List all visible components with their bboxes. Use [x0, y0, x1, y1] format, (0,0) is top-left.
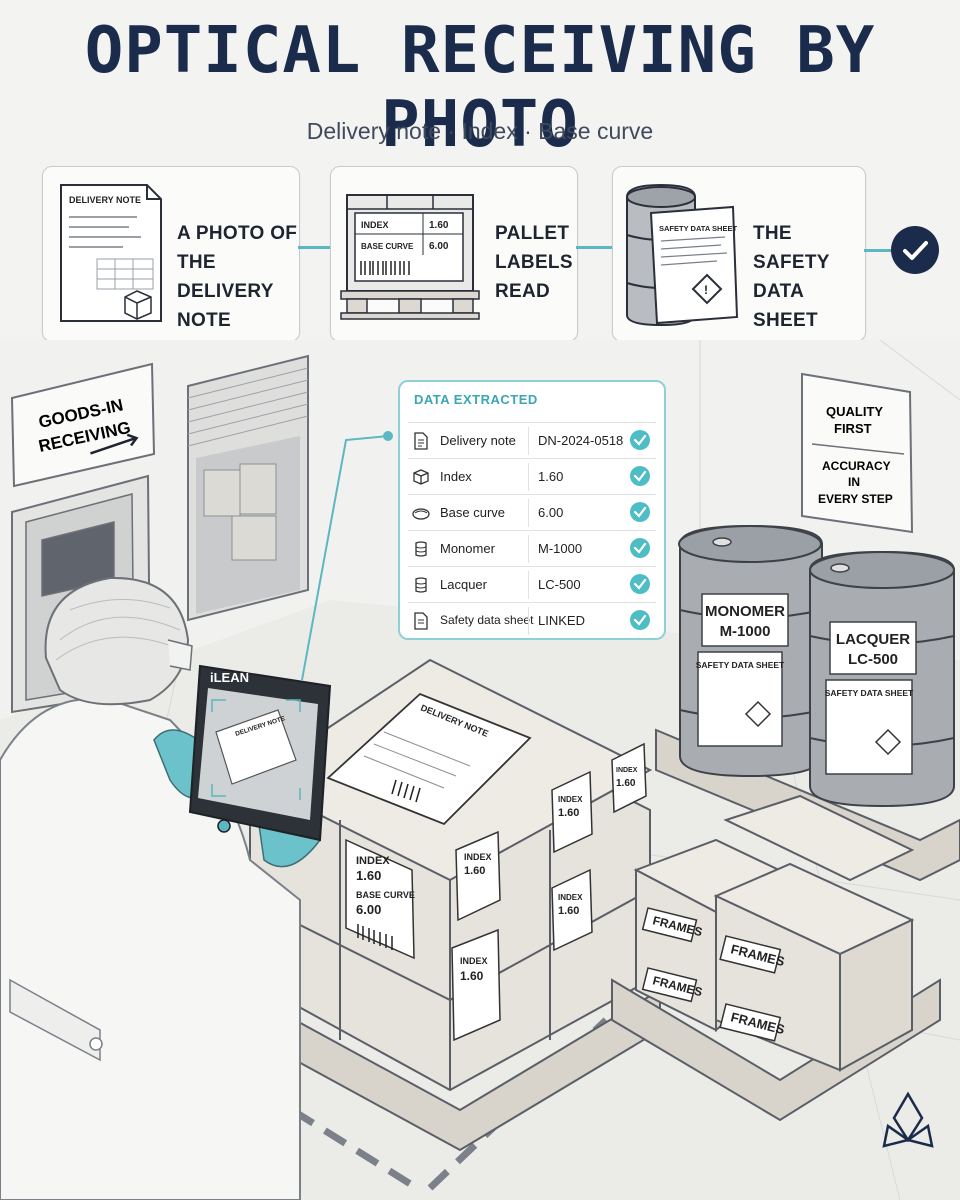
- row-check-icon: [630, 610, 650, 630]
- delivery-note-on-pallet: DELIVERY NOTE: [326, 692, 532, 826]
- data-extracted-panel: DATA EXTRACTED Delivery note DN-2024-051…: [398, 380, 666, 640]
- goods-in-sign: GOODS-IN RECEIVING: [10, 362, 156, 488]
- delivery-note-icon: DELIVERY NOTE: [60, 184, 162, 322]
- svg-text:FIRST: FIRST: [834, 421, 872, 436]
- svg-text:MONOMER: MONOMER: [705, 603, 785, 620]
- quality-first-sign: QUALITY FIRST ACCURACY IN EVERY STEP: [801, 372, 914, 534]
- tablet-device[interactable]: iLEAN DELIVERY NOTE: [188, 664, 332, 842]
- svg-text:INDEX: INDEX: [361, 220, 389, 230]
- step-1-text: A PHOTO OF THE DELIVERY NOTE: [177, 223, 298, 331]
- logo-icon: [882, 1091, 934, 1148]
- step-connector: [298, 246, 330, 249]
- svg-text:1.60: 1.60: [558, 807, 579, 819]
- data-row-lacquer: Lacquer LC-500: [408, 566, 656, 603]
- barrel-icon: [415, 577, 427, 593]
- step-card-photo: DELIVERY NOTE A PHOTO OF THE DELIVERY NO…: [42, 166, 300, 342]
- svg-text:INDEX: INDEX: [558, 893, 583, 902]
- svg-text:SAFETY DATA SHEET: SAFETY DATA SHEET: [696, 660, 785, 670]
- step-2-text: PALLET LABELS READ: [495, 223, 573, 302]
- data-row-base-curve: Base curve 6.00: [408, 494, 656, 531]
- svg-text:!: !: [704, 283, 708, 297]
- tablet-brand: iLEAN: [210, 670, 249, 685]
- box-label: INDEX 1.60 BASE CURVE 6.00: [345, 838, 415, 960]
- page-title: OPTICAL RECEIVING BY PHOTO: [84, 14, 876, 162]
- svg-text:SAFETY DATA SHEET: SAFETY DATA SHEET: [659, 224, 737, 233]
- svg-text:BASE CURVE: BASE CURVE: [356, 890, 415, 900]
- box-label: INDEX 1.60: [551, 770, 593, 854]
- box-label: INDEX 1.60: [455, 830, 501, 922]
- svg-text:INDEX: INDEX: [464, 852, 492, 862]
- row-check-icon: [630, 574, 650, 594]
- lacquer-barrel: LACQUER LC-500 SAFETY DATA SHEET: [809, 550, 955, 808]
- warehouse-scene: GOODS-IN RECEIVING QUALITY FIRST ACCURAC…: [0, 340, 960, 1200]
- document-icon: [414, 432, 428, 450]
- complete-check-icon: [891, 226, 939, 274]
- svg-text:INDEX: INDEX: [558, 795, 583, 804]
- box-label: INDEX 1.60: [551, 868, 593, 952]
- svg-text:EVERY STEP: EVERY STEP: [818, 492, 893, 506]
- box-icon: [413, 469, 429, 485]
- frames-label: FRAMES: [719, 1003, 786, 1042]
- row-check-icon: [630, 466, 650, 486]
- data-row-monomer: Monomer M-1000: [408, 530, 656, 567]
- page-subtitle: Delivery note · Index · Base curve: [306, 118, 654, 144]
- step-connector: [864, 249, 892, 252]
- data-panel-title: DATA EXTRACTED: [414, 392, 538, 407]
- svg-text:6.00: 6.00: [429, 241, 449, 252]
- svg-text:INDEX: INDEX: [616, 767, 638, 774]
- doc-label: DELIVERY NOTE: [69, 195, 141, 205]
- svg-text:1.60: 1.60: [460, 969, 484, 983]
- svg-text:LACQUER: LACQUER: [836, 631, 910, 648]
- svg-text:SAFETY DATA SHEET: SAFETY DATA SHEET: [825, 688, 914, 698]
- svg-text:1.60: 1.60: [429, 220, 449, 231]
- svg-text:INDEX: INDEX: [356, 855, 390, 867]
- row-check-icon: [630, 538, 650, 558]
- monomer-barrel: MONOMER M-1000 SAFETY DATA SHEET: [678, 524, 823, 778]
- row-check-icon: [630, 430, 650, 450]
- svg-text:6.00: 6.00: [356, 902, 381, 917]
- svg-text:M-1000: M-1000: [720, 623, 771, 640]
- pallet-label-icon: INDEX 1.60 BASE CURVE 6.00: [340, 194, 480, 320]
- svg-text:QUALITY: QUALITY: [826, 404, 883, 419]
- sheet-icon: [414, 612, 428, 630]
- svg-text:BASE CURVE: BASE CURVE: [361, 242, 414, 251]
- step-card-labels: INDEX 1.60 BASE CURVE 6.00 PALLET LABELS…: [330, 166, 578, 342]
- svg-text:INDEX: INDEX: [460, 956, 488, 966]
- svg-text:1.60: 1.60: [464, 865, 485, 877]
- data-row-safety-data-sheet: Safety data sheet LINKED: [408, 602, 656, 635]
- data-row-delivery-note: Delivery note DN-2024-0518: [408, 422, 656, 459]
- svg-text:IN: IN: [848, 475, 860, 489]
- svg-text:1.60: 1.60: [616, 778, 636, 789]
- svg-text:1.60: 1.60: [558, 905, 579, 917]
- svg-text:LC-500: LC-500: [848, 651, 898, 668]
- row-check-icon: [630, 502, 650, 522]
- barrel-safety-sheet-icon: SAFETY DATA SHEET !: [626, 183, 739, 327]
- svg-text:1.60: 1.60: [356, 868, 381, 883]
- lens-icon: [412, 508, 430, 520]
- box-label: INDEX 1.60: [611, 742, 647, 814]
- data-row-index: Index 1.60: [408, 458, 656, 495]
- step-card-safety: SAFETY DATA SHEET ! THE SAFETY DATA SHEE…: [612, 166, 866, 360]
- barrel-icon: [415, 541, 427, 557]
- svg-text:ACCURACY: ACCURACY: [822, 459, 891, 473]
- box-label: INDEX 1.60: [451, 928, 501, 1042]
- step-connector: [576, 246, 612, 249]
